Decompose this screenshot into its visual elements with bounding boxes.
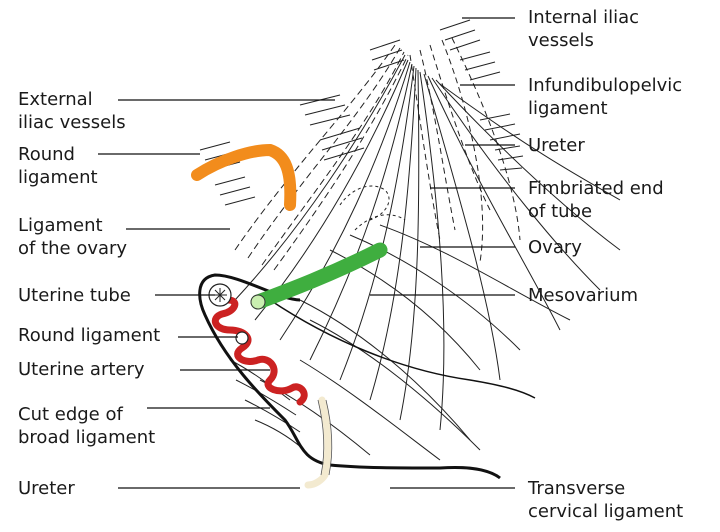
label-line: Ureter xyxy=(18,477,75,500)
label-line: Round xyxy=(18,143,98,166)
label-line: Uterine artery xyxy=(18,358,145,381)
label-ureter-left: Ureter xyxy=(18,477,75,500)
round-ligament-circle xyxy=(236,332,248,344)
label-line: ligament xyxy=(528,97,682,120)
label-infundibulopelvic-ligament: Infundibulopelvic ligament xyxy=(528,74,682,120)
leader-lines xyxy=(98,18,515,488)
label-line: External xyxy=(18,88,126,111)
label-line: of tube xyxy=(528,200,664,223)
label-round-ligament: Round ligament xyxy=(18,324,160,347)
ovary-band xyxy=(258,250,380,302)
label-line: Fimbriated end xyxy=(528,177,664,200)
uterine-artery-wiggle xyxy=(215,300,304,402)
label-line: Ligament xyxy=(18,214,127,237)
label-line: Uterine tube xyxy=(18,284,131,307)
label-line: Round ligament xyxy=(18,324,160,347)
label-line: Ovary xyxy=(528,236,582,259)
label-internal-iliac-vessels: Internal iliac vessels xyxy=(528,6,639,52)
label-fimbriated-end-of-tube: Fimbriated end of tube xyxy=(528,177,664,223)
label-line: cervical ligament xyxy=(528,500,683,523)
label-mesovarium: Mesovarium xyxy=(528,284,638,307)
label-line: iliac vessels xyxy=(18,111,126,134)
label-transverse-cervical-ligament: Transverse cervical ligament xyxy=(528,477,683,523)
label-line: Internal iliac xyxy=(528,6,639,29)
label-line: Ureter xyxy=(528,134,585,157)
cut-edge-outline xyxy=(200,275,500,478)
label-line: Transverse xyxy=(528,477,683,500)
label-line: ligament xyxy=(18,166,98,189)
label-line: Mesovarium xyxy=(528,284,638,307)
label-cut-edge-of-broad-ligament: Cut edge of broad ligament xyxy=(18,403,155,449)
label-line: broad ligament xyxy=(18,426,155,449)
label-uterine-tube: Uterine tube xyxy=(18,284,131,307)
label-uterine-artery: Uterine artery xyxy=(18,358,145,381)
label-round-ligament-upper: Round ligament xyxy=(18,143,98,189)
label-line: Infundibulopelvic xyxy=(528,74,682,97)
label-line: Cut edge of xyxy=(18,403,155,426)
label-line: vessels xyxy=(528,29,639,52)
uterine-tube-end xyxy=(251,295,265,309)
ureter-band xyxy=(308,400,328,485)
label-ureter-right: Ureter xyxy=(528,134,585,157)
label-line: of the ovary xyxy=(18,237,127,260)
label-external-iliac-vessels: External iliac vessels xyxy=(18,88,126,134)
label-ligament-of-the-ovary: Ligament of the ovary xyxy=(18,214,127,260)
label-ovary: Ovary xyxy=(528,236,582,259)
